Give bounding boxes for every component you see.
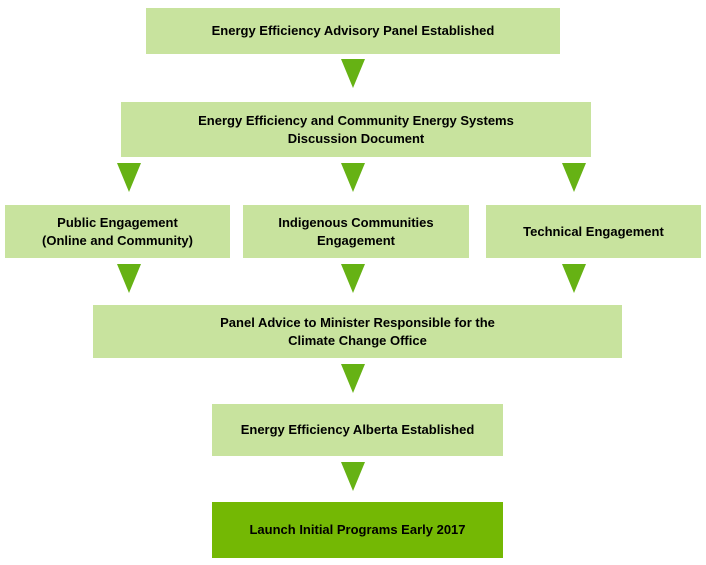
node-label: Panel Advice to Minister Responsible for… xyxy=(220,314,495,330)
node-label: Energy Efficiency Alberta Established xyxy=(240,422,475,438)
down-arrow-icon xyxy=(341,364,365,393)
node-label: Discussion Document xyxy=(287,130,425,146)
down-arrow-icon xyxy=(117,264,141,293)
down-arrow-icon xyxy=(562,163,586,192)
down-arrow-icon xyxy=(117,163,141,192)
node-label: Technical Engagement xyxy=(523,223,664,239)
node-technical-engagement: Technical Engagement xyxy=(486,205,701,258)
node-label: Energy Efficiency Advisory Panel Establi… xyxy=(211,23,495,39)
node-indigenous-communities-engagement: Indigenous Communities Engagement xyxy=(243,205,469,258)
node-label: Launch Initial Programs Early 2017 xyxy=(249,522,466,538)
down-arrow-icon xyxy=(341,264,365,293)
node-label: Climate Change Office xyxy=(288,332,427,348)
node-eea-established: Energy Efficiency Alberta Established xyxy=(212,404,503,456)
node-public-engagement: Public Engagement (Online and Community) xyxy=(5,205,230,258)
node-label: (Online and Community) xyxy=(42,232,193,248)
node-advisory-panel-established: Energy Efficiency Advisory Panel Establi… xyxy=(146,8,560,54)
node-panel-advice: Panel Advice to Minister Responsible for… xyxy=(93,305,622,358)
node-label: Engagement xyxy=(316,232,395,248)
down-arrow-icon xyxy=(341,462,365,491)
node-launch-programs: Launch Initial Programs Early 2017 xyxy=(212,502,503,558)
down-arrow-icon xyxy=(341,163,365,192)
node-label: Public Engagement xyxy=(57,214,178,230)
node-label: Indigenous Communities xyxy=(278,214,434,230)
node-label: Energy Efficiency and Community Energy S… xyxy=(198,112,514,128)
down-arrow-icon xyxy=(341,59,365,88)
node-discussion-document: Energy Efficiency and Community Energy S… xyxy=(121,102,591,157)
down-arrow-icon xyxy=(562,264,586,293)
